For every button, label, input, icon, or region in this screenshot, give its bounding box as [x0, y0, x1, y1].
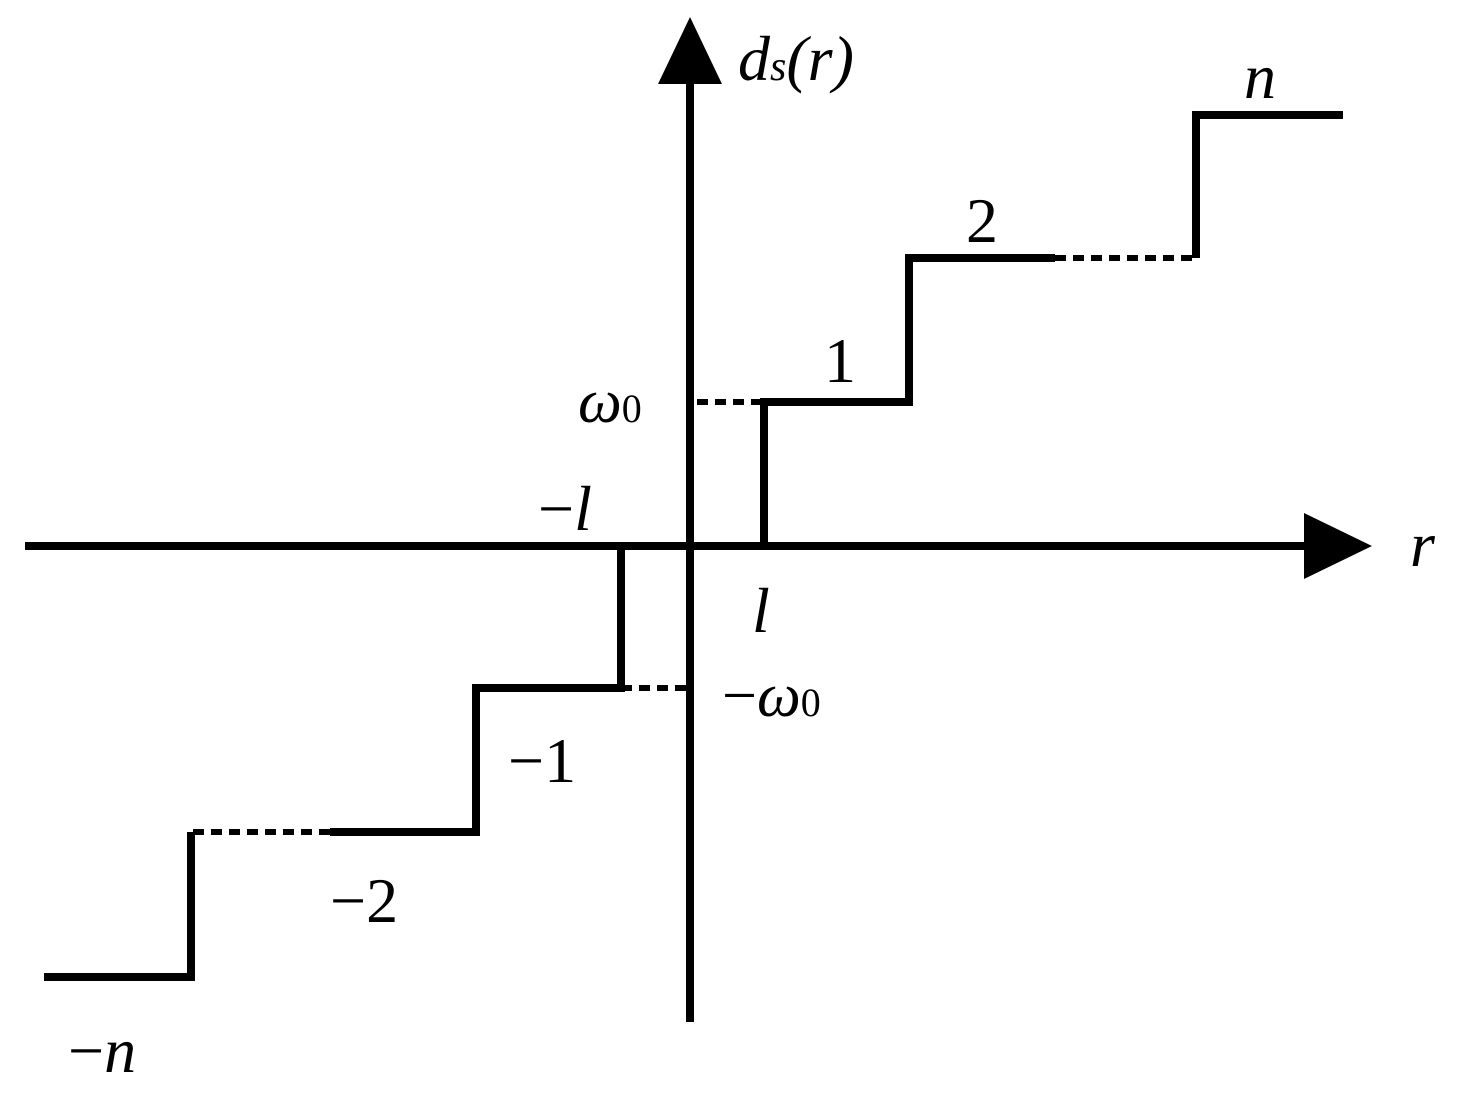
step-label-1: 1 — [824, 325, 856, 396]
x-axis-label: r — [1410, 509, 1436, 580]
l-threshold-label: l — [752, 575, 770, 646]
step-label-neg-2: −2 — [330, 865, 398, 936]
x-axis-arrow — [1304, 513, 1372, 579]
omega0-label: ω0 — [578, 368, 642, 436]
step-label-neg-1: −1 — [508, 725, 576, 796]
positive-steps-lower — [760, 254, 1055, 546]
negative-steps-upper — [330, 546, 625, 836]
y-axis-label: ds(r) — [738, 23, 854, 94]
negative-step-n — [44, 832, 195, 981]
step-label-neg-n: −n — [68, 1015, 136, 1086]
step-label-2: 2 — [966, 185, 998, 256]
positive-step-n — [1192, 111, 1343, 258]
neg-l-threshold-label: −l — [538, 473, 592, 544]
neg-omega0-label: −ω0 — [722, 662, 821, 730]
y-axis-arrow — [658, 17, 722, 84]
step-label-n: n — [1244, 41, 1276, 112]
